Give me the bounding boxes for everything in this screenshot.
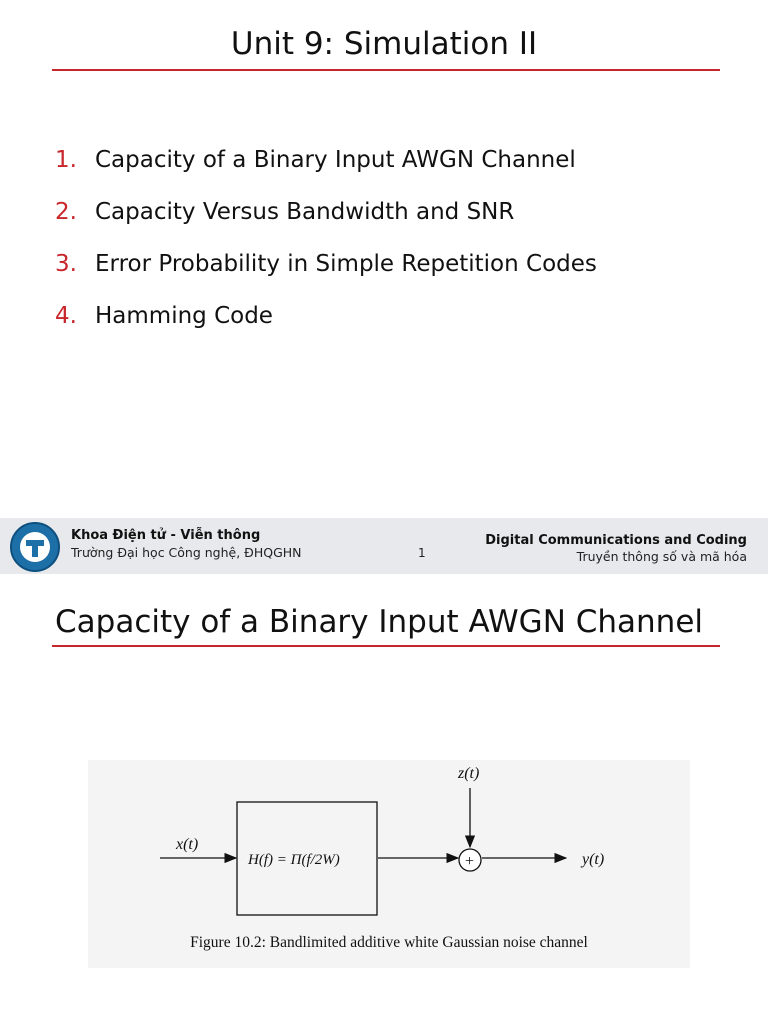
footer-school: Trường Đại học Công nghệ, ĐHQGHN xyxy=(71,545,302,560)
slide-footer xyxy=(0,518,768,574)
adder-node xyxy=(458,848,482,872)
slide-title: Unit 9: Simulation II xyxy=(230,26,538,62)
adder-symbol: + xyxy=(465,853,474,870)
footer-course-vietnamese: Truyền thông số và mã hóa xyxy=(576,549,747,564)
figure-caption: Figure 10.2: Bandlimited additive white … xyxy=(190,934,588,951)
page-number: 1 xyxy=(418,546,426,560)
agenda-text: Error Probability in Simple Repetition C… xyxy=(95,251,597,277)
diagram-svg: x(t) H(f) = Π(f/2W) + z(t) y(t) xyxy=(160,765,604,916)
agenda-text: Capacity Versus Bandwidth and SNR xyxy=(95,199,515,225)
logo-bar xyxy=(26,540,44,546)
university-logo-icon xyxy=(10,522,60,572)
footer-course-english: Digital Communications and Coding xyxy=(485,533,747,548)
agenda-list: 1. Capacity of a Binary Input AWGN Chann… xyxy=(55,134,597,342)
agenda-item: 2. Capacity Versus Bandwidth and SNR xyxy=(55,186,597,238)
agenda-item: 1. Capacity of a Binary Input AWGN Chann… xyxy=(55,134,597,186)
title-underline xyxy=(52,69,720,71)
agenda-item: 3. Error Probability in Simple Repetitio… xyxy=(55,238,597,290)
slide-title: Capacity of a Binary Input AWGN Channel xyxy=(55,604,704,640)
agenda-number: 2. xyxy=(55,199,77,225)
logo-stem xyxy=(32,545,38,557)
filter-block xyxy=(236,801,378,916)
agenda-number: 4. xyxy=(55,303,77,329)
output-label: y(t) xyxy=(580,851,604,868)
filter-label: H(f) = Π(f/2W) xyxy=(247,852,340,868)
footer-department: Khoa Điện tử - Viễn thông xyxy=(71,528,261,543)
noise-label: z(t) xyxy=(457,765,479,782)
agenda-number: 3. xyxy=(55,251,77,277)
title-underline xyxy=(52,645,720,647)
agenda-text: Hamming Code xyxy=(95,303,273,329)
slide-1: Unit 9: Simulation II 1. Capacity of a B… xyxy=(52,26,720,342)
input-label: x(t) xyxy=(175,836,198,853)
agenda-number: 1. xyxy=(55,147,77,173)
agenda-text: Capacity of a Binary Input AWGN Channel xyxy=(95,147,576,173)
agenda-item: 4. Hamming Code xyxy=(55,290,597,342)
channel-block-diagram: x(t) H(f) = Π(f/2W) + z(t) y(t) xyxy=(88,760,690,968)
